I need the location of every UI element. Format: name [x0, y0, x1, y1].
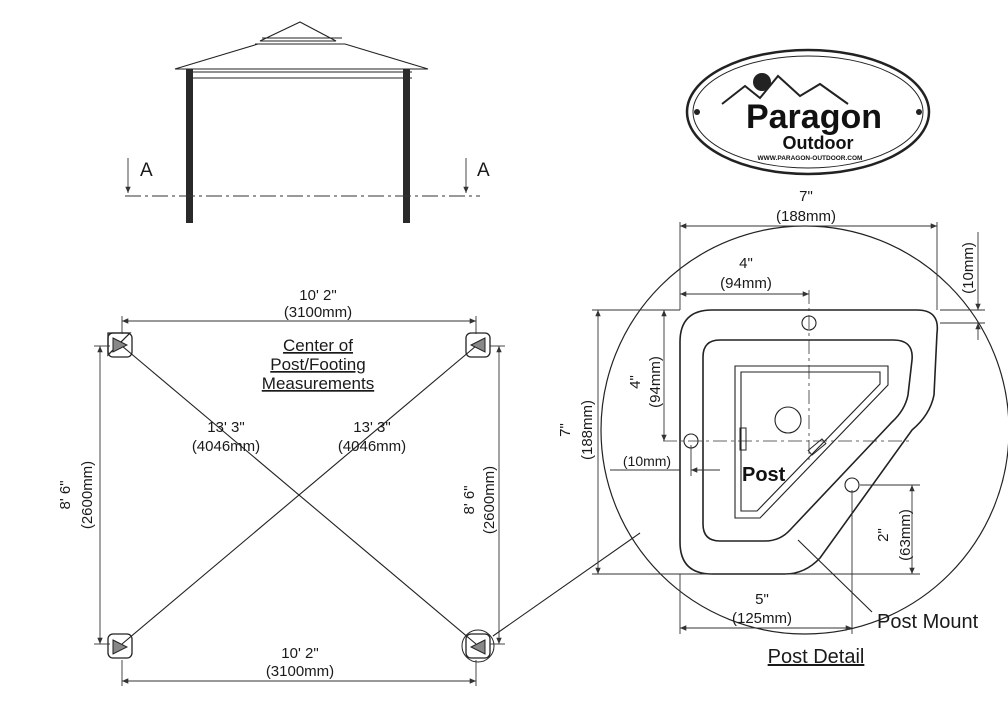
- bottom-width-mm-label: (3100mm): [266, 663, 334, 680]
- hole-offset-top-label: (10mm): [960, 242, 977, 294]
- top-width-label: 10' 2": [299, 287, 336, 304]
- logo-url: WWW.PARAGON-OUTDOOR.COM: [758, 155, 863, 162]
- left-depth-label: 8' 6": [57, 480, 74, 509]
- footing-top-right: [465, 332, 491, 358]
- base-width-mm-label: (125mm): [732, 610, 792, 627]
- post-socket: [702, 339, 913, 542]
- bottom-width-label: 10' 2": [281, 645, 318, 662]
- plan-title-line-1: Center of: [283, 336, 353, 355]
- hole-offset-left-label: (10mm): [623, 453, 671, 469]
- hole-right: [844, 477, 860, 493]
- inner-width-label: 4": [739, 255, 753, 272]
- roof-lower: [174, 43, 429, 70]
- footing-bottom-left: [107, 633, 133, 659]
- inner-height-label: 4": [627, 375, 644, 389]
- post-outline: [734, 365, 889, 519]
- diag-left-mm-label: (4046mm): [192, 438, 260, 455]
- footing-top-left: [107, 332, 133, 358]
- detail-circle: [600, 225, 1008, 635]
- right-depth-mm-label: (2600mm): [481, 466, 498, 534]
- diag-right-label: 13' 3": [353, 419, 390, 436]
- logo-brand: Paragon: [746, 98, 882, 136]
- front-elevation: A A: [125, 21, 490, 223]
- plan-view: 10' 2" (3100mm) 10' 2" (3100mm) 8' 6" (2…: [57, 287, 641, 686]
- diag-left-label: 13' 3": [207, 419, 244, 436]
- top-width-mm-label: (3100mm): [284, 304, 352, 321]
- section-marker-left: A: [140, 160, 153, 181]
- overall-width-label: 7": [799, 188, 813, 205]
- diag-right-mm-label: (4046mm): [338, 438, 406, 455]
- post-detail-title: Post Detail: [768, 646, 865, 668]
- hole-height-mm-label: (63mm): [897, 509, 914, 561]
- paragon-logo: Paragon Outdoor WWW.PARAGON-OUTDOOR.COM: [685, 48, 931, 176]
- post-mount-label: Post Mount: [877, 611, 979, 633]
- footing-bottom-right: [461, 629, 495, 663]
- sun-icon: [753, 73, 771, 91]
- overall-height-mm-label: (188mm): [579, 400, 596, 460]
- roof-vent: [259, 21, 337, 42]
- section-marker-right: A: [477, 160, 490, 181]
- inner-width-mm-label: (94mm): [720, 275, 772, 292]
- right-depth-label: 8' 6": [461, 485, 478, 514]
- post-detail: 7" (188mm) 4" (94mm) (10mm) 7" (188mm) 4…: [557, 188, 1008, 668]
- base-width-label: 5": [755, 591, 769, 608]
- mount-plate: [679, 309, 939, 575]
- logo-sub: Outdoor: [783, 133, 854, 153]
- front-post-right: [403, 69, 410, 223]
- front-post-left: [186, 69, 193, 223]
- hole-height-label: 2": [875, 528, 892, 542]
- overall-width-mm-label: (188mm): [776, 208, 836, 225]
- mountains-icon: [721, 74, 849, 105]
- overall-height-label: 7": [557, 423, 574, 437]
- left-depth-mm-label: (2600mm): [79, 461, 96, 529]
- inner-height-mm-label: (94mm): [647, 356, 664, 408]
- plan-title-line-2: Post/Footing: [270, 355, 365, 374]
- plan-title-line-3: Measurements: [262, 374, 374, 393]
- post-label: Post: [742, 464, 786, 486]
